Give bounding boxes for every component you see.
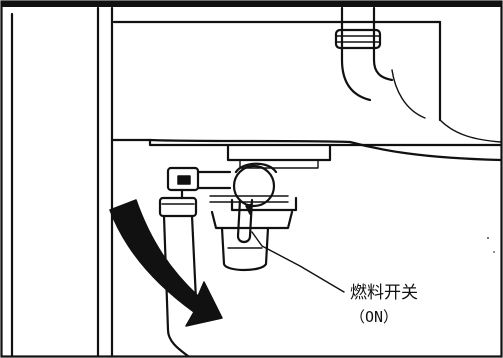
fuel-valve bbox=[166, 162, 298, 212]
callout-leader-line bbox=[251, 231, 345, 293]
rotation-arrow bbox=[109, 199, 223, 327]
speckles bbox=[487, 237, 495, 253]
valve-bracket bbox=[226, 143, 332, 169]
fuel-tank-body bbox=[110, 20, 503, 162]
fuel-valve-state: （ON） bbox=[350, 308, 398, 326]
fuel-filter-cup bbox=[210, 210, 294, 272]
fuel-hose bbox=[334, 6, 394, 102]
top-shading-bar bbox=[1, 1, 502, 7]
fuel-valve-label: 燃料开关 bbox=[350, 283, 418, 303]
valve-lever bbox=[236, 198, 254, 244]
outlet-hose bbox=[158, 188, 198, 358]
frame-rails bbox=[10, 6, 114, 358]
